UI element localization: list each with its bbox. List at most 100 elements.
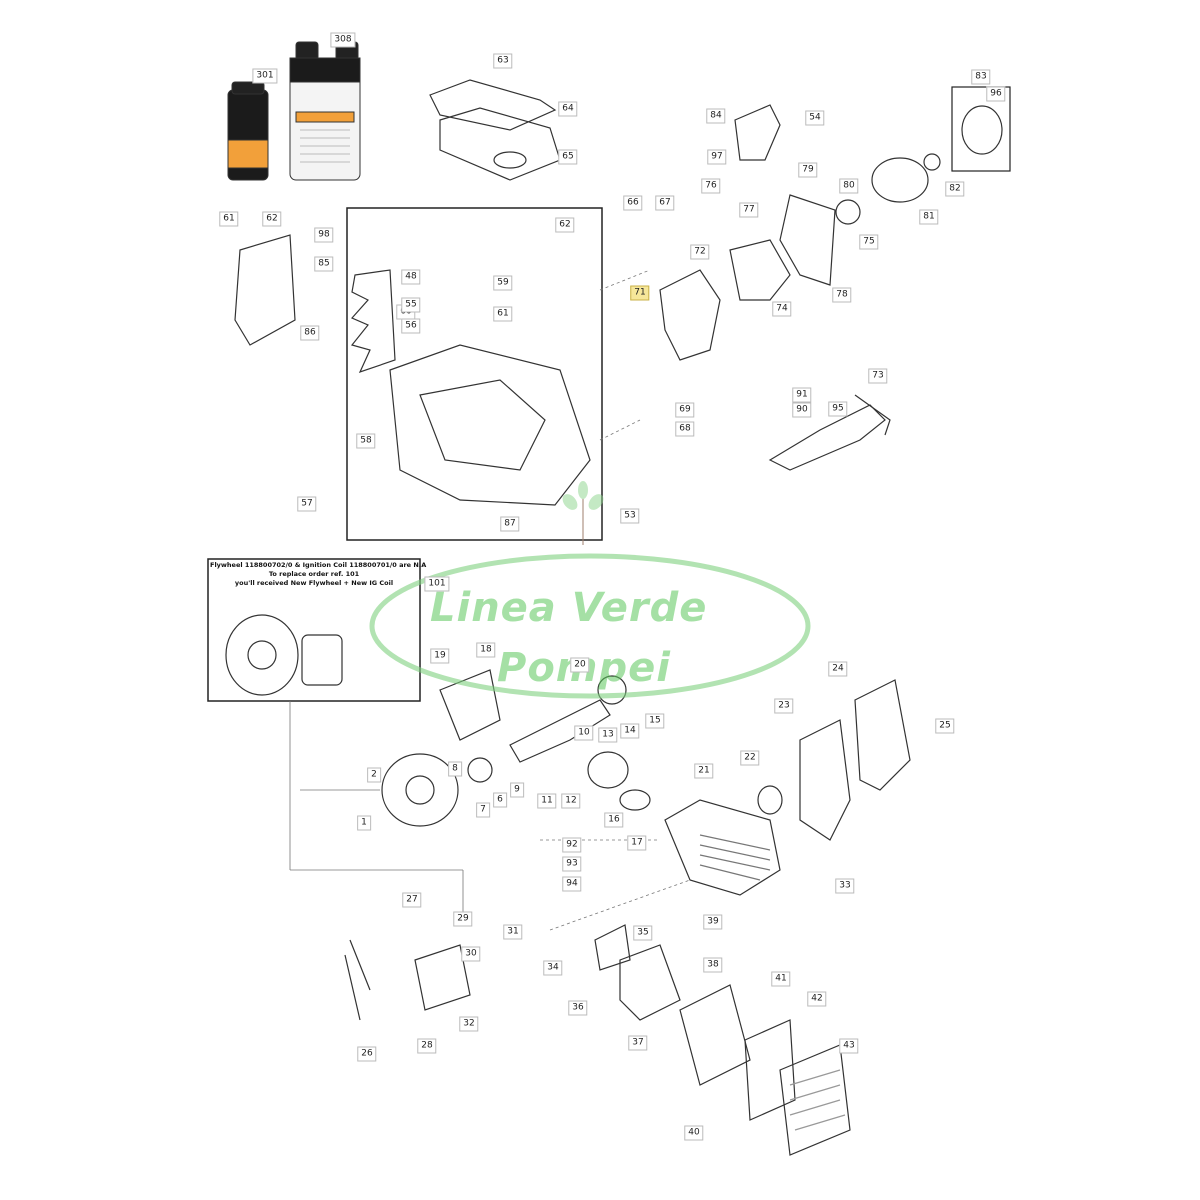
part-label: 39 — [703, 914, 723, 930]
part-label: 24 — [828, 661, 848, 677]
part-label: 27 — [402, 892, 422, 908]
part-label: 80 — [839, 178, 859, 194]
flywheel-note: Flywheel 118800702/0 & Ignition Coil 118… — [210, 561, 427, 588]
part-label: 81 — [919, 209, 939, 225]
note-line: you'll received New Flywheel + New IG Co… — [234, 579, 394, 587]
part-label: 40 — [684, 1125, 704, 1141]
part-label: 87 — [500, 516, 520, 532]
part-label: 22 — [740, 750, 760, 766]
part-label: 97 — [707, 149, 727, 165]
part-label: 16 — [604, 812, 624, 828]
part-label: 36 — [568, 1000, 588, 1016]
part-label: 74 — [772, 301, 792, 317]
part-label: 56 — [401, 318, 421, 334]
part-label: 54 — [805, 110, 825, 126]
part-label: 37 — [628, 1035, 648, 1051]
part-label: 17 — [627, 835, 647, 851]
part-label: 42 — [807, 991, 827, 1007]
part-label: 2 — [367, 767, 381, 783]
oil-bottle-small — [227, 81, 269, 181]
part-label: 77 — [739, 202, 759, 218]
part-label: 63 — [493, 53, 513, 69]
part-label: 65 — [558, 149, 578, 165]
part-label: 14 — [620, 723, 640, 739]
part-label: 12 — [561, 793, 581, 809]
part-label: 83 — [971, 69, 991, 85]
part-label: 30 — [461, 946, 481, 962]
part-label: 66 — [623, 195, 643, 211]
part-label: 35 — [633, 925, 653, 941]
part-label: 94 — [562, 876, 582, 892]
part-label: 62 — [555, 217, 575, 233]
part-label: 26 — [357, 1046, 377, 1062]
part-label: 13 — [598, 727, 618, 743]
part-label: 20 — [570, 657, 590, 673]
part-label: 8 — [448, 761, 462, 777]
part-label: 19 — [430, 648, 450, 664]
part-label: 31 — [503, 924, 523, 940]
part-label: 61 — [493, 306, 513, 322]
part-label: 75 — [859, 234, 879, 250]
part-label: 91 — [792, 387, 812, 403]
part-label: 64 — [558, 101, 578, 117]
part-label: 9 — [510, 782, 524, 798]
part-label: 59 — [493, 275, 513, 291]
part-label: 73 — [868, 368, 888, 384]
part-label: 86 — [300, 325, 320, 341]
part-label: 1 — [357, 815, 371, 831]
part-label: 15 — [645, 713, 665, 729]
watermark-line1: Linea Verde — [430, 585, 708, 631]
note-line: Flywheel 118800702/0 & Ignition Coil 118… — [210, 561, 427, 569]
part-label: 6 — [493, 792, 507, 808]
part-label: 61 — [219, 211, 239, 227]
part-label: 62 — [262, 211, 282, 227]
watermark-ring — [369, 553, 811, 699]
watermark-sapling-icon — [562, 481, 604, 545]
oil-bottle-large — [289, 41, 361, 181]
part-label: 79 — [798, 162, 818, 178]
flywheel-note-box — [207, 558, 421, 702]
part-label: 7 — [476, 802, 490, 818]
part-label: 32 — [459, 1016, 479, 1032]
part-label: 90 — [792, 402, 812, 418]
part-label: 53 — [620, 508, 640, 524]
part-label: 33 — [835, 878, 855, 894]
part-label: 48 — [401, 269, 421, 285]
part-label-highlighted: 71 — [630, 285, 650, 301]
part-label: 41 — [771, 971, 791, 987]
part-label: 10 — [574, 725, 594, 741]
part-label: 23 — [774, 698, 794, 714]
part-label: 85 — [314, 256, 334, 272]
note-line: To replace order ref. 101 — [268, 570, 360, 578]
part-label: 68 — [675, 421, 695, 437]
part-label: 82 — [945, 181, 965, 197]
part-label: 28 — [417, 1038, 437, 1054]
part-label: 69 — [675, 402, 695, 418]
part-label: 25 — [935, 718, 955, 734]
part-label: 76 — [701, 178, 721, 194]
part-label: 301 — [252, 68, 278, 84]
part-label: 101 — [424, 576, 450, 592]
part-label: 98 — [314, 227, 334, 243]
part-label: 43 — [839, 1038, 859, 1054]
part-label: 11 — [537, 793, 557, 809]
part-label: 95 — [828, 401, 848, 417]
part-label: 67 — [655, 195, 675, 211]
part-label: 58 — [356, 433, 376, 449]
part-label: 308 — [330, 32, 356, 48]
part-label: 29 — [453, 911, 473, 927]
part-label: 92 — [562, 837, 582, 853]
part-label: 93 — [562, 856, 582, 872]
part-label: 72 — [690, 244, 710, 260]
part-label: 78 — [832, 287, 852, 303]
part-label: 18 — [476, 642, 496, 658]
crankcase-group-box — [346, 207, 603, 541]
part-label: 57 — [297, 496, 317, 512]
part-label: 21 — [694, 763, 714, 779]
part-label: 55 — [401, 297, 421, 313]
part-label: 96 — [986, 86, 1006, 102]
part-label: 84 — [706, 108, 726, 124]
part-label: 34 — [543, 960, 563, 976]
part-label: 38 — [703, 957, 723, 973]
